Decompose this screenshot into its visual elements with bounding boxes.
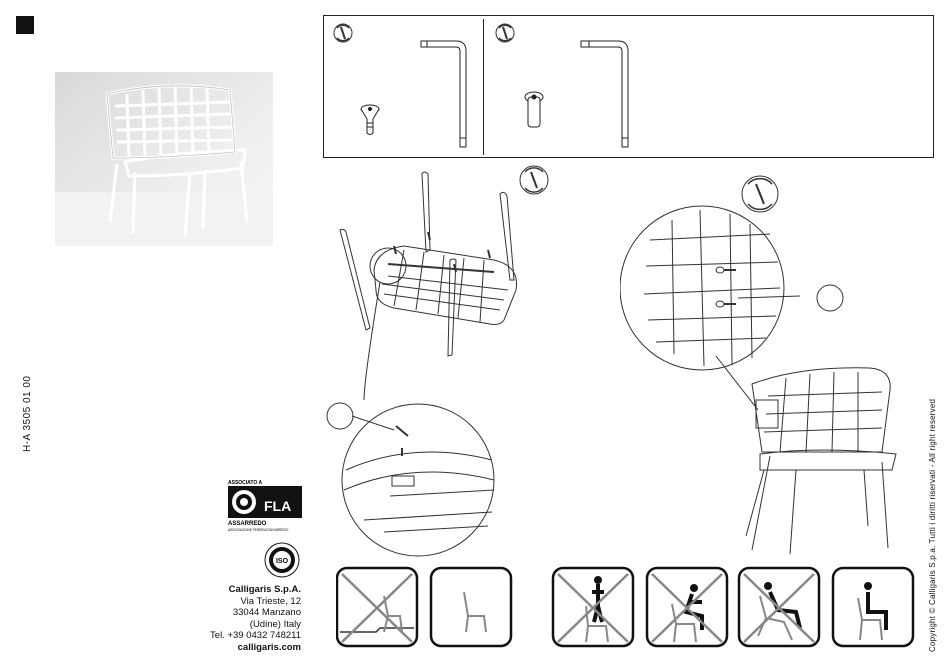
- rotate-tool-icon: [334, 24, 352, 42]
- document-code: H-A 3505 01 00: [22, 422, 42, 452]
- usage-icon-standing-on-chair: [553, 568, 633, 646]
- usage-icon-uneven-floor: [337, 568, 417, 646]
- assoc-logo-text: FLA: [264, 498, 291, 514]
- corner-marker: [16, 16, 34, 34]
- usage-icon-kneeling-on-chair: [647, 568, 727, 646]
- rotate-tool-icon: [742, 176, 778, 212]
- usage-icon-rocking-on-chair: [739, 568, 819, 646]
- assembly-step-1: [324, 160, 554, 560]
- usage-icons: [336, 566, 916, 648]
- company-website: calligaris.com: [200, 642, 301, 654]
- usage-icon-level-floor: [431, 568, 511, 646]
- company-region: (Udine) Italy: [200, 619, 301, 631]
- company-name: Calligaris S.p.A.: [200, 584, 301, 596]
- chair-photo: [55, 72, 273, 246]
- assarredo-logo: ASSOCIATO A FLA ASSARREDO ASSOCIAZIONE F…: [226, 478, 304, 534]
- company-phone: Tel. +39 0432 748211: [200, 630, 301, 642]
- allen-key-icon: [421, 41, 466, 147]
- company-street: Via Trieste, 12: [200, 596, 301, 608]
- iso-certification-icon: ISO: [264, 542, 300, 578]
- screw-icon: [361, 105, 379, 135]
- assembly-step-2: [620, 170, 920, 560]
- usage-icon-sitting-correctly: [833, 568, 913, 646]
- company-city: 33044 Manzano: [200, 607, 301, 619]
- assoc-top-label: ASSOCIATO A: [228, 480, 262, 486]
- assoc-name: ASSARREDO: [228, 521, 267, 527]
- iso-text: ISO: [276, 558, 289, 565]
- rotate-tool-icon: [520, 166, 548, 194]
- copyright-notice: Copyright © Calligaris S.p.a. Tutti i di…: [928, 399, 937, 652]
- parts-drawing: [323, 15, 934, 158]
- company-info: Calligaris S.p.A. Via Trieste, 12 33044 …: [200, 584, 301, 653]
- assoc-subtitle: ASSOCIAZIONE FEDERLEGNOARREDO: [228, 528, 289, 532]
- allen-key-icon: [581, 41, 628, 147]
- bolt-icon: [525, 92, 543, 127]
- rotate-tool-icon: [496, 24, 514, 42]
